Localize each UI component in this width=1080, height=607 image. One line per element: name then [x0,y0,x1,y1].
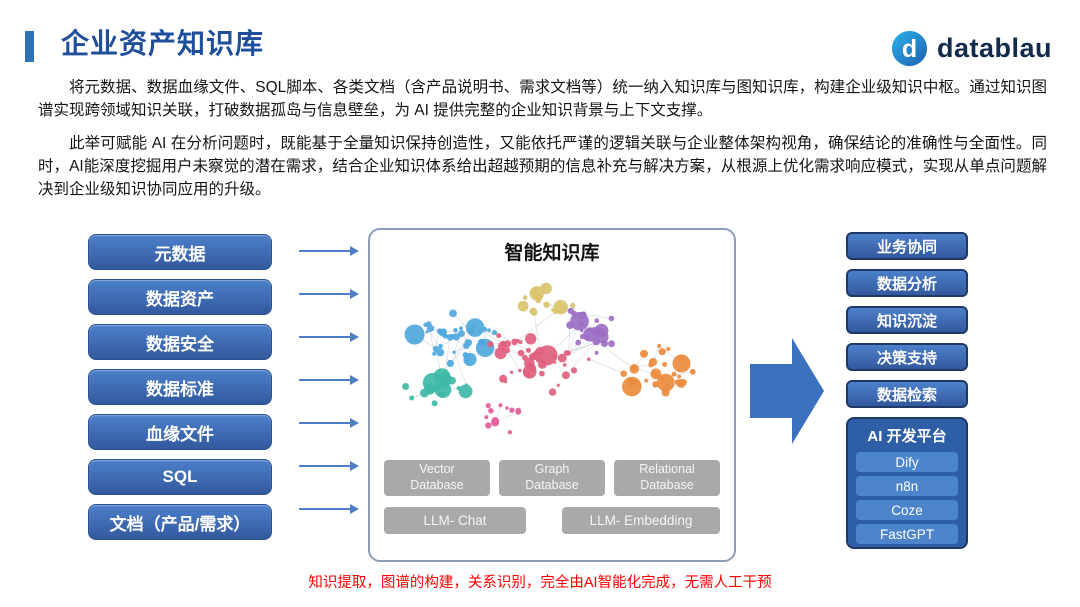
database-row: Vector Database Graph Database Relationa… [384,460,720,496]
intro-paragraph-2: 此举可赋能 AI 在分析问题时，既能基于全量知识保持创造性，又能依托严谨的逻辑关… [38,134,1047,199]
svg-text:d: d [902,35,917,63]
output-box: 业务协同 [846,232,968,260]
big-right-arrow [750,338,824,444]
flow-arrow [299,418,359,428]
intro-section: 将元数据、数据血缘文件、SQL脚本、各类文档（含产品说明书、需求文档等）统一纳入… [38,76,1047,210]
datablau-logo: d datablau [891,30,1052,67]
source-box: SQL [88,459,272,495]
database-box: Graph Database [499,460,605,496]
ai-platform-panel: AI 开发平台 Dify n8n Coze FastGPT [846,417,968,549]
ai-platform-title: AI 开发平台 [867,428,947,445]
datablau-logo-text: datablau [936,33,1052,63]
llm-chat-box: LLM- Chat [384,507,526,534]
source-box: 文档（产品/需求） [88,504,272,540]
ai-tool-box: Coze [856,500,958,520]
output-box: 知识沉淀 [846,306,968,334]
page-title: 企业资产知识库 [61,28,265,59]
llm-row: LLM- Chat LLM- Embedding [384,507,720,534]
output-column: 业务协同 数据分析 知识沉淀 决策支持 数据检索 AI 开发平台 Dify n8… [846,232,968,549]
source-box: 数据标准 [88,369,272,405]
flow-arrow [299,332,359,342]
flow-arrow [299,375,359,385]
datablau-logo-icon: d [891,30,928,67]
footer-note: 知识提取，图谱的构建，关系识别，完全由AI智能化完成，无需人工干预 [308,575,772,591]
source-column: 元数据 数据资产 数据安全 数据标准 血缘文件 SQL 文档（产品/需求） [88,234,272,549]
knowledge-base-title: 智能知识库 [504,243,600,264]
source-box: 数据安全 [88,324,272,360]
database-box: Relational Database [614,460,720,496]
llm-embedding-box: LLM- Embedding [562,507,720,534]
source-box: 数据资产 [88,279,272,315]
source-box: 血缘文件 [88,414,272,450]
flow-arrow [299,289,359,299]
flow-arrow [299,461,359,471]
title-accent-bar [25,31,34,62]
knowledge-graph-network [402,282,696,435]
database-box: Vector Database [384,460,490,496]
source-box: 元数据 [88,234,272,270]
ai-tool-box: n8n [856,476,958,496]
output-box: 数据分析 [846,269,968,297]
flow-arrow [299,246,359,256]
ai-tool-box: FastGPT [856,524,958,544]
ai-tool-box: Dify [856,452,958,472]
intro-paragraph-1: 将元数据、数据血缘文件、SQL脚本、各类文档（含产品说明书、需求文档等）统一纳入… [38,79,1047,120]
output-box: 数据检索 [846,380,968,408]
knowledge-base-box: 智能知识库 Vector Database Graph Database Rel… [368,228,736,562]
output-box: 决策支持 [846,343,968,371]
flow-arrow [299,504,359,514]
